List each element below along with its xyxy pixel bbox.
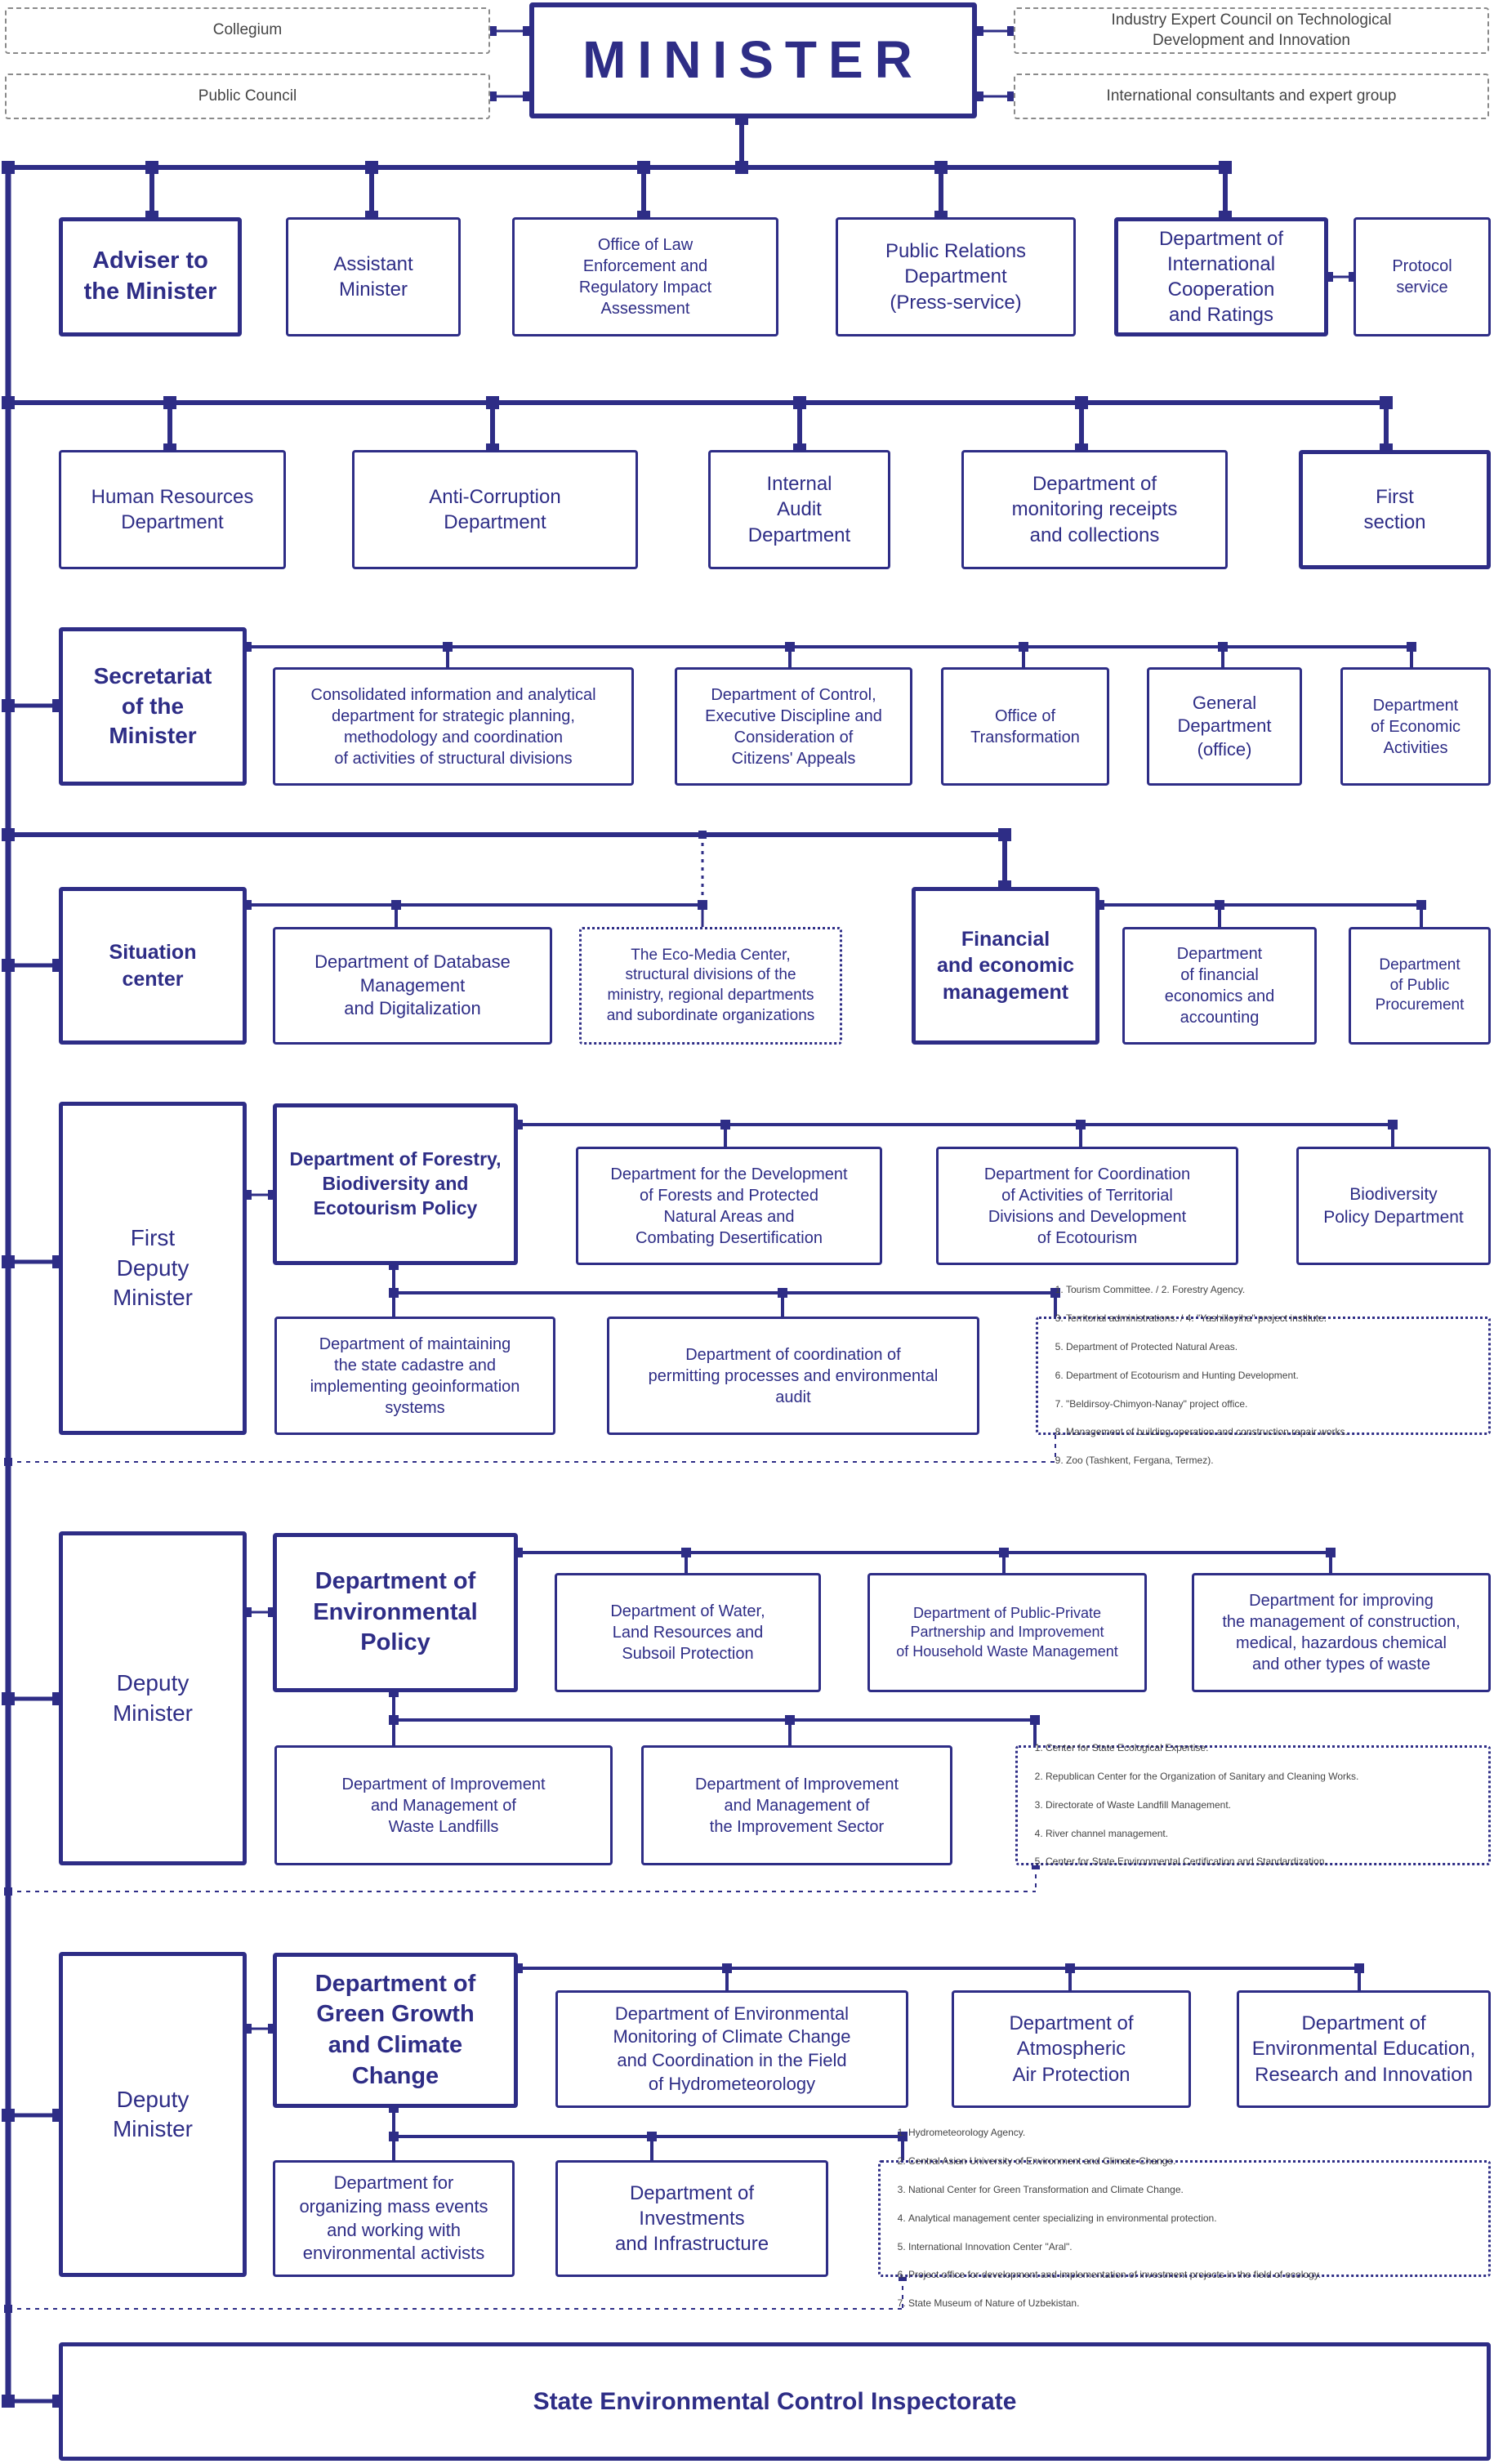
anticorruption-box: Anti-Corruption Department	[352, 450, 638, 569]
list-item: Directorate of Waste Landfill Management…	[1046, 1798, 1358, 1812]
list-item: River channel management.	[1046, 1827, 1358, 1841]
list-item: International Innovation Center "Aral".	[908, 2240, 1321, 2254]
environmental-policy-box: Department of Environmental Policy	[273, 1533, 518, 1692]
industry-council-box: Industry Expert Council on Technological…	[1014, 7, 1489, 54]
mass-events-box: Department for organizing mass events an…	[273, 2160, 515, 2277]
consultants-box: International consultants and expert gro…	[1014, 74, 1489, 119]
improvement-sector-box: Department of Improvement and Management…	[641, 1745, 952, 1865]
env-policy-subordinates-list: Center for State Ecological Expertise. R…	[1015, 1742, 1491, 1867]
intl-cooperation-box: Department of International Cooperation …	[1114, 217, 1328, 336]
ecomedia-center-box: The Eco-Media Center, structural divisio…	[579, 927, 842, 1045]
waste-landfills-box: Department of Improvement and Management…	[274, 1745, 613, 1865]
connector-node	[2, 828, 15, 841]
first-section-box: First section	[1299, 450, 1491, 569]
first-deputy-box: First Deputy Minister	[59, 1102, 247, 1435]
connector-node	[4, 1458, 12, 1466]
connector-node	[4, 1887, 12, 1896]
green-growth-subordinates-list: Hydrometeorology Agency. Central Asian U…	[878, 2127, 1491, 2309]
law-office-box: Office of Law Enforcement and Regulatory…	[512, 217, 778, 336]
connector-node	[389, 2132, 399, 2141]
list-item: Center for State Environmental Certifica…	[1046, 1855, 1358, 1869]
database-department-box: Department of Database Management and Di…	[273, 927, 552, 1045]
forests-development-box: Department for the Development of Forest…	[576, 1147, 882, 1265]
general-department-box: General Department (office)	[1147, 667, 1302, 786]
receipts-monitoring-box: Department of monitoring receipts and co…	[961, 450, 1228, 569]
connector-node	[2, 699, 15, 712]
list-item: Central Asian University of Environment …	[908, 2154, 1321, 2168]
list-item: National Center for Green Transformation…	[908, 2183, 1321, 2197]
collegium-box: Collegium	[5, 7, 490, 54]
situation-center-box: Situation center	[59, 887, 247, 1045]
public-procurement-box: Department of Public Procurement	[1349, 927, 1491, 1045]
ppp-department-box: Department of Public-Private Partnership…	[867, 1573, 1147, 1692]
investments-infrastructure-box: Department of Investments and Infrastruc…	[555, 2160, 828, 2277]
connector-node	[2, 161, 15, 174]
territorial-coordination-box: Department for Coordination of Activitie…	[936, 1147, 1238, 1265]
list-item: Tourism Committee. / 2. Forestry Agency.	[1066, 1283, 1348, 1297]
list-item: Department of Ecotourism and Hunting Dev…	[1066, 1369, 1348, 1383]
pr-department-box: Public Relations Department (Press-servi…	[836, 217, 1076, 336]
internal-audit-box: Internal Audit Department	[708, 450, 890, 569]
green-growth-box: Department of Green Growth and Climate C…	[273, 1953, 518, 2108]
list-item: State Museum of Nature of Uzbekistan.	[908, 2297, 1321, 2310]
climate-monitoring-box: Department of Environmental Monitoring o…	[555, 1990, 908, 2108]
connector-node	[389, 1715, 399, 1725]
financial-management-box: Financial and economic management	[912, 887, 1099, 1045]
connector-node	[2, 959, 15, 972]
water-protection-box: Department of Water, Land Resources and …	[555, 1573, 821, 1692]
connector-node	[2, 1255, 15, 1268]
connector-node	[899, 2273, 907, 2281]
list-item: Center for State Ecological Expertise.	[1046, 1741, 1358, 1755]
list-item: Zoo (Tashkent, Fergana, Termez).	[1066, 1454, 1348, 1468]
transformation-office-box: Office of Transformation	[941, 667, 1109, 786]
deputy-minister-1-box: Deputy Minister	[59, 1531, 247, 1865]
inspectorate-box: State Environmental Control Inspectorate	[59, 2342, 1491, 2461]
connector-node	[2, 2395, 15, 2408]
adviser-box: Adviser to the Minister	[59, 217, 242, 336]
waste-types-department-box: Department for improving the management …	[1192, 1573, 1491, 1692]
connector-node	[1032, 1861, 1040, 1869]
connector-node	[2, 1692, 15, 1705]
cadastre-department-box: Department of maintaining the state cada…	[274, 1317, 555, 1435]
list-item: Analytical management center specializin…	[908, 2212, 1321, 2226]
connector-node	[2, 396, 15, 409]
environmental-education-box: Department of Environmental Education, R…	[1237, 1990, 1491, 2108]
list-item: Republican Center for the Organization o…	[1046, 1770, 1358, 1784]
public-council-box: Public Council	[5, 74, 490, 119]
list-item: Management of building operation and con…	[1066, 1425, 1348, 1439]
control-department-box: Department of Control, Executive Discipl…	[675, 667, 912, 786]
biodiversity-policy-box: Biodiversity Policy Department	[1296, 1147, 1491, 1265]
connector-node	[389, 1288, 399, 1298]
permitting-department-box: Department of coordination of permitting…	[607, 1317, 979, 1435]
deputy-minister-2-box: Deputy Minister	[59, 1952, 247, 2277]
financial-accounting-box: Department of financial economics and ac…	[1122, 927, 1317, 1045]
protocol-service-box: Protocol service	[1354, 217, 1491, 336]
forestry-policy-box: Department of Forestry, Biodiversity and…	[273, 1103, 518, 1265]
connector-node	[2, 2109, 15, 2122]
forestry-subordinates-list: Tourism Committee. / 2. Forestry Agency.…	[1036, 1284, 1491, 1466]
air-protection-box: Department of Atmospheric Air Protection	[952, 1990, 1191, 2108]
list-item: "Beldirsoy-Chimyon-Nanay" project office…	[1066, 1397, 1348, 1411]
list-item: Project office for development and imple…	[908, 2268, 1321, 2282]
hr-department-box: Human Resources Department	[59, 450, 286, 569]
consolidated-department-box: Consolidated information and analytical …	[273, 667, 634, 786]
list-item: Department of Protected Natural Areas.	[1066, 1340, 1348, 1354]
list-item: Hydrometeorology Agency.	[908, 2126, 1321, 2140]
secretariat-box: Secretariat of the Minister	[59, 627, 247, 786]
minister-box: MINISTER	[529, 2, 977, 118]
assistant-minister-box: Assistant Minister	[286, 217, 461, 336]
economic-activities-box: Department of Economic Activities	[1340, 667, 1491, 786]
connector-node	[4, 2305, 12, 2313]
list-item: Territorial administrations. / 4. "Yashi…	[1066, 1312, 1348, 1326]
